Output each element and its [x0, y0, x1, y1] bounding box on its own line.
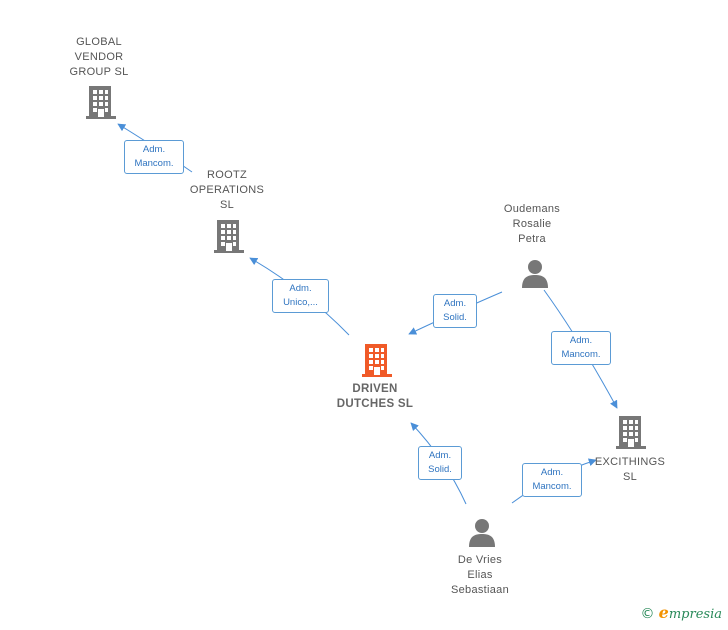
person-icon[interactable] [522, 260, 548, 288]
node-label-rootz[interactable]: ROOTZ OPERATIONS SL [189, 169, 265, 211]
building-icon[interactable] [214, 220, 244, 253]
building-icon[interactable] [86, 86, 116, 119]
edge-label-oudemans-driven: Adm. Solid. [433, 294, 477, 328]
node-label-driven[interactable]: DRIVEN DUTCHES SL [336, 383, 414, 410]
node-label-global-vendor[interactable]: GLOBAL VENDOR GROUP SL [69, 36, 129, 78]
building-icon[interactable] [362, 344, 392, 377]
edge-label-rootz-global: Adm. Mancom. [124, 140, 184, 174]
brand-initial: e [658, 603, 669, 622]
node-label-oudemans[interactable]: Oudemans Rosalie Petra [503, 203, 561, 245]
empresia-watermark: © empresia [641, 603, 722, 622]
brand-name: mpresia [668, 607, 722, 622]
node-label-devries[interactable]: De Vries Elias Sebastiaan [450, 554, 510, 596]
edge-label-oudemans-excithings: Adm. Mancom. [551, 331, 611, 365]
node-label-excithings[interactable]: EXCITHINGS SL [594, 456, 666, 483]
edge-label-driven-rootz: Adm. Unico,... [272, 279, 329, 313]
copyright-symbol: © [640, 606, 655, 622]
edge-label-devries-driven: Adm. Solid. [418, 446, 462, 480]
building-icon[interactable] [616, 416, 646, 449]
edge-label-devries-excithings: Adm. Mancom. [522, 463, 582, 497]
person-icon[interactable] [469, 519, 495, 547]
